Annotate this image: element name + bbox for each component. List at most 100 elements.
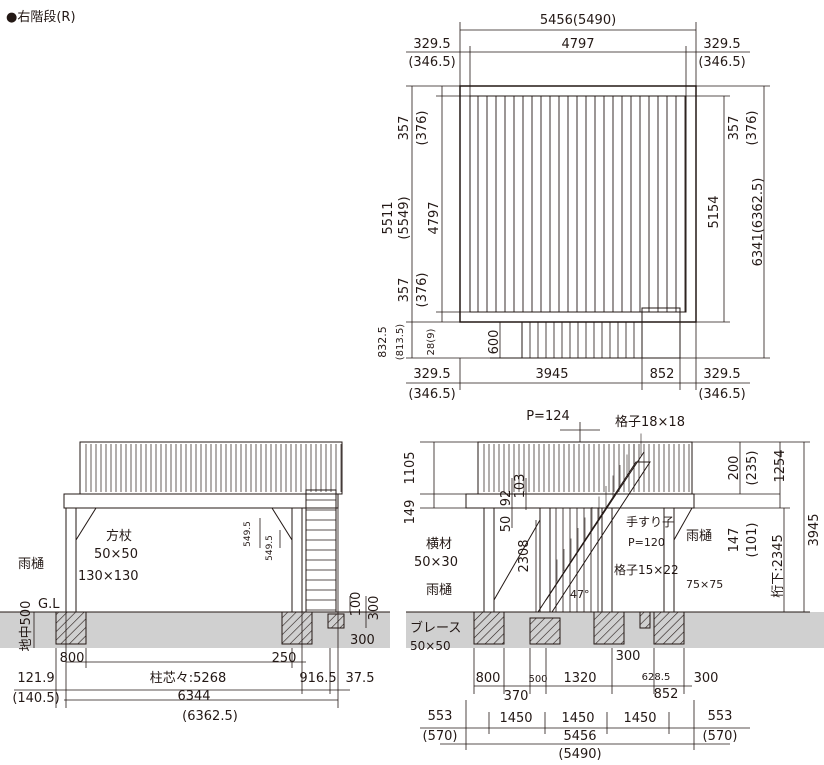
- plan-stair-treads: [521, 321, 643, 359]
- plan-stair-lines: [529, 322, 635, 358]
- plan-bottom-right-alt: (346.5): [698, 387, 745, 402]
- p120-label: P=120: [628, 536, 665, 549]
- plan-side-right-alt: (346.5): [698, 55, 745, 70]
- right-h3945: 3945: [807, 513, 822, 546]
- post-span-label: 柱芯々:5268: [150, 671, 226, 686]
- ketashita-label: 桁下:2345: [771, 534, 786, 597]
- right-stair-stringer: [537, 461, 651, 613]
- left-dim-1219: 121.9: [17, 671, 54, 686]
- right-d370: 370: [504, 689, 529, 704]
- right-post-3: [601, 507, 613, 613]
- left-dim-9165: 916.5: [299, 671, 336, 686]
- right-h235: (235): [745, 451, 760, 486]
- left-dim-800: 800: [60, 651, 85, 666]
- plan-bottom-left-alt: (346.5): [408, 387, 455, 402]
- hoshizue-label: 方杖: [106, 528, 132, 544]
- plan-deck-outline: [459, 85, 697, 323]
- right-post-1: [483, 507, 495, 613]
- right-h149: 149: [403, 500, 418, 525]
- plan-left-stair-gap: 28(9): [426, 328, 437, 355]
- plan-left-top-alt: (376): [415, 111, 430, 146]
- right-d6285: 628.5: [642, 672, 671, 683]
- right-deck-beam: [465, 493, 695, 509]
- plan-right-mid: 5154: [707, 195, 722, 228]
- post-75-label: 75×75: [686, 578, 723, 591]
- plan-right-top-alt: (376): [745, 111, 760, 146]
- left-railing-bars: [85, 444, 342, 492]
- plan-dimension-lines: [406, 22, 770, 390]
- plan-bottom-right: 329.5: [703, 367, 740, 382]
- post-size-label: 130×130: [78, 569, 139, 584]
- lattice-18-label: 格子18×18: [615, 414, 685, 430]
- plan-bottom-left: 329.5: [413, 367, 450, 382]
- plan-side-left-alt: (346.5): [408, 55, 455, 70]
- left-dim-1405: (140.5): [12, 691, 59, 706]
- right-h101: (101): [745, 523, 760, 558]
- plan-left-bottom: 357: [397, 278, 412, 303]
- right-d300a: 300: [616, 649, 641, 664]
- plan-right-top: 357: [727, 116, 742, 141]
- plan-bottom-mid: 3945: [535, 367, 568, 382]
- right-amadoi-label: 雨樋: [426, 582, 452, 598]
- right-d1320: 1320: [563, 671, 596, 686]
- left-dim-300b: 300: [350, 633, 375, 648]
- tesuri-label: 手すり子: [626, 515, 674, 529]
- left-stair: [305, 489, 337, 613]
- right-d852: 852: [654, 687, 679, 702]
- right-railing: [477, 441, 693, 495]
- plan-left-top: 357: [397, 116, 412, 141]
- brace-label: ブレース: [410, 620, 461, 636]
- page-title: ●右階段(R): [6, 10, 76, 25]
- right-h103: 103: [513, 474, 528, 499]
- right-d1450a: 1450: [499, 711, 532, 726]
- plan-left-bottom-alt: (376): [415, 273, 430, 308]
- plan-stair-landing: [641, 307, 681, 359]
- right-d1450c: 1450: [623, 711, 656, 726]
- left-dim-250: 250: [272, 651, 297, 666]
- plan-left-stair: 832.5: [376, 326, 389, 358]
- left-dim-300a: 300: [367, 596, 382, 621]
- gl-label: G.L: [38, 597, 60, 612]
- plan-left-mid: 4797: [427, 201, 442, 234]
- left-stair-steps: [306, 499, 336, 611]
- plan-deck-boards: [477, 96, 686, 312]
- right-total-alt: (5490): [558, 747, 601, 762]
- p124-label: P=124: [526, 409, 570, 424]
- brace-size: 50×50: [410, 639, 451, 653]
- left-amadoi-label: 雨樋: [18, 556, 44, 572]
- plan-inner-width: 4797: [561, 37, 594, 52]
- left-elevation: 方杖 50×50 130×130 雨樋 G.L 地中500 549.5 549.…: [0, 441, 390, 724]
- right-h200: 200: [727, 456, 742, 481]
- plan-stair-depth: 600: [487, 330, 502, 355]
- plan-total-width: 5456(5490): [540, 13, 616, 28]
- plan-view: [459, 85, 697, 359]
- left-footing-3: [327, 613, 345, 629]
- right-d553: 553: [428, 709, 453, 724]
- right-h147: 147: [727, 528, 742, 553]
- yokozai-label: 横材: [426, 537, 452, 552]
- right-h2308: 2308: [517, 539, 532, 572]
- right-d570: (570): [423, 729, 458, 744]
- right-stair-rails: [549, 433, 642, 592]
- yokozai-size: 50×30: [414, 555, 458, 570]
- plan-right-total: 6341(6362.5): [751, 178, 766, 267]
- left-total: 6344: [177, 689, 210, 704]
- underground-label: 地中500: [19, 601, 34, 652]
- right-elevation: P=124 格子18×18 1105 149 92 103 50 2308 横材…: [403, 409, 824, 762]
- right-d500: 500: [528, 674, 547, 685]
- plan-side-left: 329.5: [413, 37, 450, 52]
- left-total-alt: (6362.5): [182, 709, 238, 724]
- right-h50: 50: [499, 516, 514, 533]
- right-h1254: 1254: [773, 449, 788, 482]
- plan-deck-inner: [469, 95, 687, 313]
- right-total: 5456: [563, 729, 596, 744]
- lattice-15-label: 格子15×22: [614, 562, 679, 577]
- stair-angle: 47°: [570, 588, 590, 601]
- right-d553r: 553: [708, 709, 733, 724]
- right-h92: 92: [499, 490, 514, 507]
- plan-bottom-stair: 852: [650, 367, 675, 382]
- left-footing-2: [281, 611, 313, 645]
- left-dim-5495a: 549.5: [243, 521, 253, 547]
- right-h1105: 1105: [403, 451, 418, 484]
